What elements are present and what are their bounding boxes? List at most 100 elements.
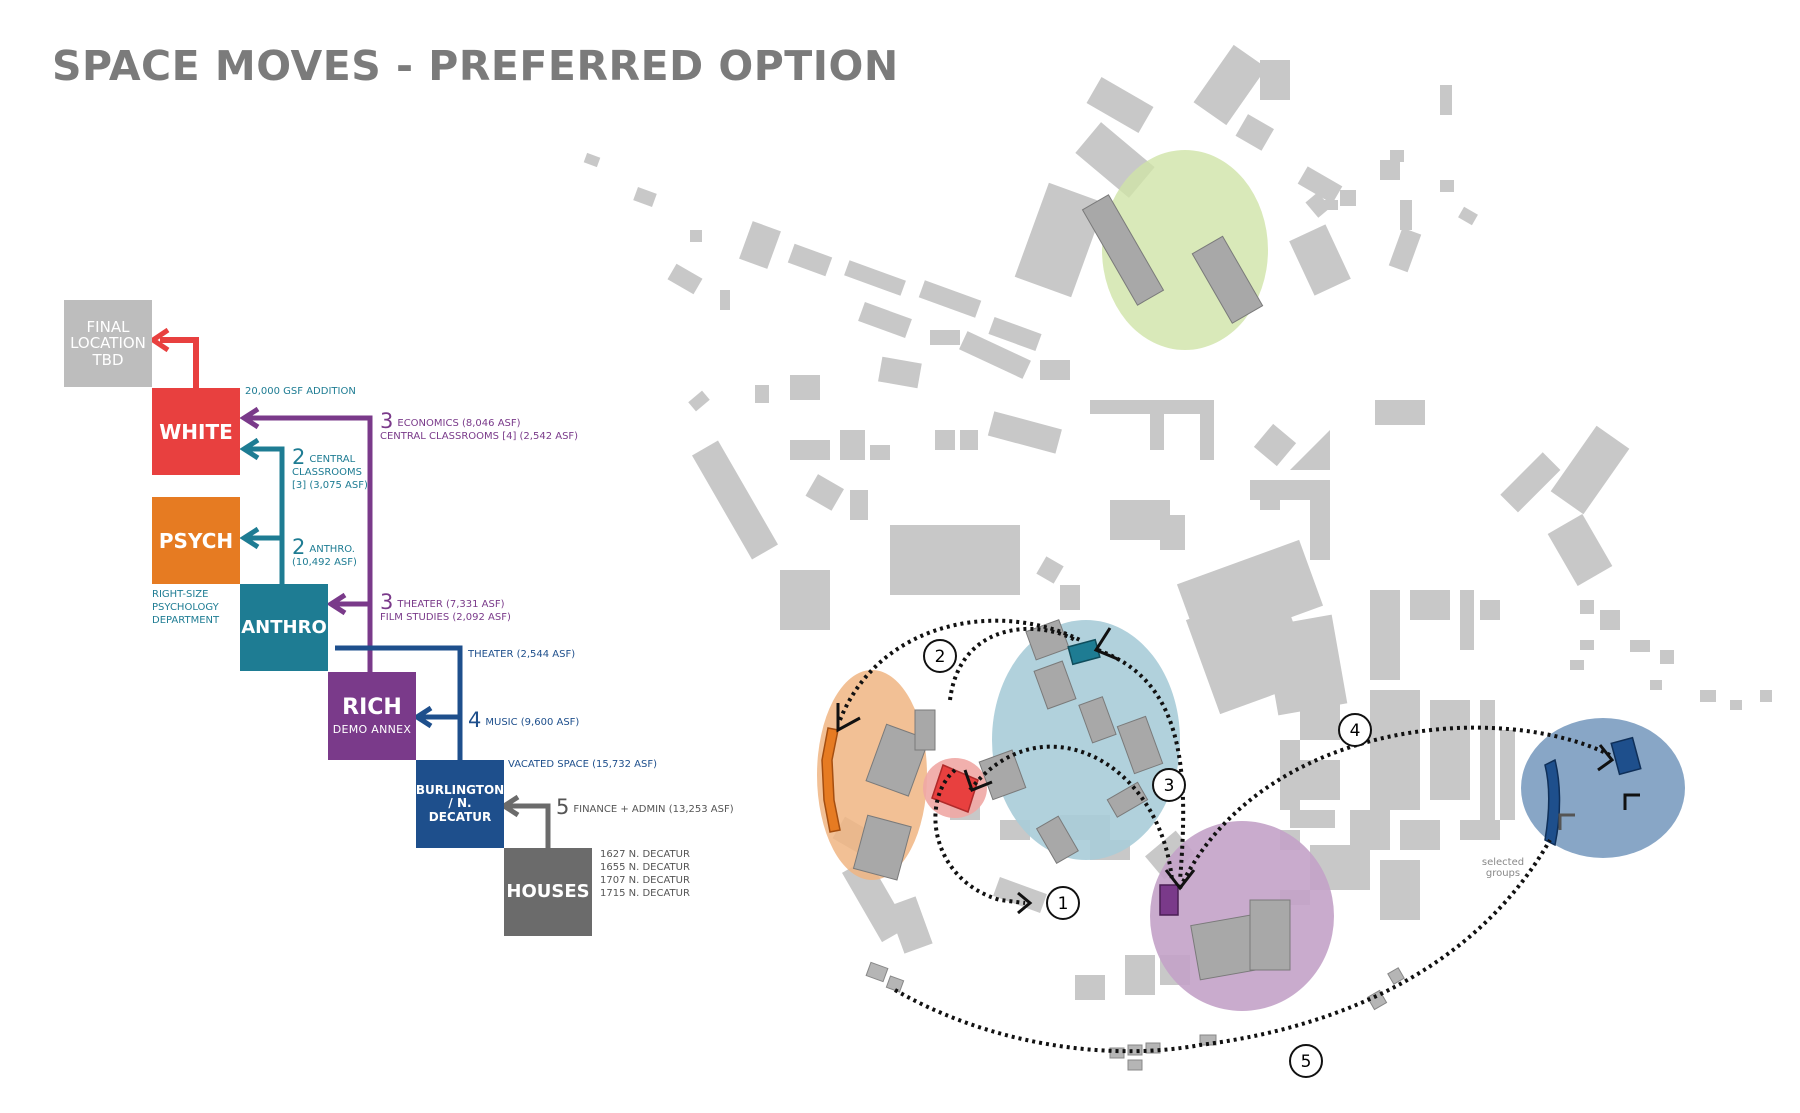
selected-groups-label: selected groups [1481, 857, 1525, 879]
psych-box: PSYCH [152, 497, 240, 584]
building [1260, 60, 1290, 100]
building [1125, 955, 1155, 995]
marker-3: 3 [1152, 768, 1186, 802]
marker-1-label: 1 [1058, 894, 1069, 914]
building [865, 723, 930, 797]
white-box: WHITE [152, 388, 240, 475]
path-move-3c [948, 626, 1076, 701]
building [720, 290, 730, 310]
blue-building-east [1610, 736, 1642, 776]
building [1388, 227, 1422, 273]
building [1660, 650, 1674, 664]
purple-building [1159, 884, 1179, 916]
building [1440, 85, 1452, 115]
building [1320, 200, 1338, 210]
building [850, 490, 868, 520]
building [1078, 696, 1117, 744]
building [1081, 194, 1165, 306]
building [1500, 730, 1515, 820]
building [1380, 160, 1400, 180]
orange-building [821, 727, 841, 833]
building [1200, 400, 1214, 460]
arrowhead-anthro-purple [326, 592, 347, 616]
arrowhead [836, 703, 861, 733]
building [1150, 410, 1164, 450]
building [1730, 700, 1742, 710]
building [1191, 235, 1264, 324]
building [1035, 815, 1079, 865]
building [1400, 200, 1412, 230]
gsf-addition-label: 20,000 GSF ADDITION [245, 386, 356, 397]
building [1300, 760, 1340, 800]
final-location-box: FINAL LOCATION TBD [64, 300, 152, 387]
building [1040, 360, 1070, 380]
arrowhead [1017, 891, 1033, 915]
building [1570, 660, 1584, 670]
building [1086, 77, 1154, 133]
building [1550, 425, 1630, 515]
building [1289, 224, 1351, 296]
building [1580, 640, 1594, 650]
building [787, 243, 833, 277]
building [1106, 781, 1149, 818]
building [878, 356, 922, 389]
marker-5: 5 [1289, 1044, 1323, 1078]
building [1350, 810, 1390, 850]
building [1262, 614, 1348, 716]
blue-building-west [1544, 758, 1561, 847]
arrow-houses-to-burlington [508, 803, 551, 850]
path-move-3 [968, 744, 1174, 881]
marker-5-label: 5 [1301, 1052, 1312, 1072]
rich-box: RICH DEMO ANNEX [328, 672, 416, 760]
building [852, 814, 912, 881]
building [1305, 192, 1331, 218]
building [1260, 490, 1280, 510]
building [1380, 860, 1420, 920]
building [1460, 590, 1474, 650]
building [1127, 1059, 1143, 1071]
arrowhead [1597, 744, 1615, 772]
marker-2-label: 2 [935, 647, 946, 667]
building [1340, 190, 1356, 206]
building [1440, 180, 1454, 192]
path-move-4 [1178, 725, 1611, 889]
marker-1: 1 [1046, 886, 1080, 920]
building [1290, 430, 1330, 470]
arrowhead-white-teal [239, 437, 260, 461]
building [844, 260, 906, 296]
building [1145, 1042, 1161, 1054]
map-buildings [583, 44, 1772, 1071]
map-markers: 1 2 3 4 5 [923, 639, 1372, 1078]
psych-note: RIGHT-SIZE PSYCHOLOGY DEPARTMENT [152, 589, 220, 626]
zone-blue [1521, 718, 1685, 858]
building [688, 390, 710, 412]
arrowhead-white-purple [239, 406, 260, 430]
building [1500, 452, 1561, 513]
arrow-white-to-final [160, 337, 199, 388]
map-arrowheads [836, 627, 1640, 915]
building [1280, 740, 1300, 810]
building [1300, 700, 1340, 740]
building [1430, 700, 1470, 800]
building [840, 430, 865, 460]
building [1480, 700, 1495, 820]
building [1760, 690, 1772, 702]
path-move-5 [894, 839, 1552, 1054]
building [1650, 680, 1662, 690]
building [1253, 423, 1297, 467]
building [1249, 899, 1291, 971]
building [583, 152, 601, 168]
arrow-burlington-to-anthro [335, 645, 463, 760]
building [1036, 556, 1064, 584]
arrowhead-blue-b [1623, 793, 1640, 810]
move-paths [838, 618, 1611, 1054]
building [935, 430, 955, 450]
building [1310, 500, 1330, 560]
building [1075, 975, 1105, 1000]
houses-box: HOUSES [504, 848, 592, 936]
